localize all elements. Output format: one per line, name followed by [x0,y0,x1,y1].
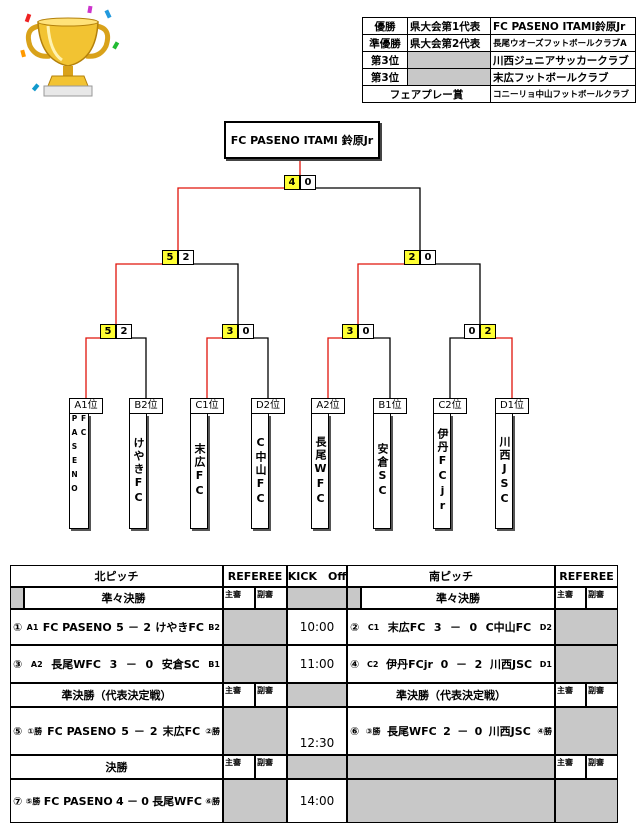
team-seed: B2位 [129,398,163,414]
qf4-score-right: 2 [480,324,496,339]
main-ref-label: 主審 [555,683,586,707]
main-ref-label: 主審 [555,587,586,609]
main-ref-label: 主審 [223,587,255,609]
referee-header: REFEREE [555,565,618,587]
qf1-score-left: 5 [100,324,116,339]
sf-header: 準決勝（代表決定戦） [347,683,555,707]
qf2-score-left: 3 [222,324,238,339]
qf-header: 準々決勝 [24,587,223,609]
schedule-table: 北ピッチ REFEREE KICK Off 南ピッチ REFEREE 準々決勝 … [10,565,618,823]
referee-cell [555,609,618,645]
team-name: 長尾WFC [311,414,329,529]
results-table: 優勝 県大会第1代表 FC PASENO ITAMI鈴原Jr 準優勝 県大会第2… [362,17,636,103]
final-score-left: 4 [284,175,300,190]
team-seed: A1位 [69,398,103,414]
team-box-a1: A1位 FC PASENO [69,398,103,529]
result-label: フェアプレー賞 [362,85,491,103]
team-name: 安倉SC [373,414,391,529]
team-box-c1: C1位 末広FC [190,398,224,529]
team-seed: A2位 [311,398,345,414]
team-box-c2: C2位 伊丹FCjr [433,398,467,529]
referee-cell [555,707,618,755]
result-team: 川西ジュニアサッカークラブ [490,51,636,69]
referee-cell [223,609,287,645]
referee-cell [223,779,287,823]
result-row: 第3位 川西ジュニアサッカークラブ [362,51,636,69]
sub-ref-label: 副審 [255,587,287,609]
team-box-a2: A2位 長尾WFC [311,398,345,529]
kickoff-time: 12:30 [287,707,347,755]
trophy-icon [20,5,120,97]
semi2-score-left: 2 [404,250,420,265]
referee-cell [555,779,618,823]
sub-ref-label: 副審 [586,587,618,609]
team-seed: D2位 [251,398,285,414]
result-row: フェアプレー賞 コニーリョ中山フットボールクラブ [362,85,636,103]
semi2-score-right: 0 [420,250,436,265]
result-row: 第3位 末広フットボールクラブ [362,68,636,86]
team-box-d2: D2位 C中山FC [251,398,285,529]
team-name: 川西JSC [495,414,513,529]
sub-ref-label: 副審 [255,755,287,779]
team-box-b1: B1位 安倉SC [373,398,407,529]
champion-box: FC PASENO ITAMI 鈴原Jr [224,121,380,159]
sf-header: 準決勝（代表決定戦） [10,683,223,707]
team-name: C中山FC [251,414,269,529]
final-score-right: 0 [300,175,316,190]
referee-cell [223,707,287,755]
main-ref-label: 主審 [555,755,586,779]
kickoff-header: KICK Off [287,565,347,587]
result-label: 準優勝 [362,34,408,52]
sub-ref-label: 副審 [586,683,618,707]
team-seed: C1位 [190,398,224,414]
sub-ref-label: 副審 [586,755,618,779]
team-seed: B1位 [373,398,407,414]
main-ref-label: 主審 [223,755,255,779]
qf3-score-right: 0 [358,324,374,339]
team-name: FC PASENO [69,414,89,529]
team-box-d1: D1位 川西JSC [495,398,529,529]
result-rep: 県大会第2代表 [407,34,491,52]
referee-header: REFEREE [223,565,287,587]
result-label: 第3位 [362,68,408,86]
kickoff-time: 14:00 [287,779,347,823]
north-pitch-header: 北ピッチ [10,565,223,587]
qf-header: 準々決勝 [361,587,555,609]
sub-ref-label: 副審 [255,683,287,707]
result-team: コニーリョ中山フットボールクラブ [490,85,636,103]
result-rep [407,51,491,69]
semi1-score-right: 2 [178,250,194,265]
team-name: 伊丹FCjr [433,414,451,529]
final-header: 決勝 [10,755,223,779]
result-team: 末広フットボールクラブ [490,68,636,86]
team-box-b2: B2位 けやきFC [129,398,163,529]
result-team: FC PASENO ITAMI鈴原Jr [490,17,636,35]
semi1-score-left: 5 [162,250,178,265]
kickoff-time: 10:00 [287,609,347,645]
team-seed: D1位 [495,398,529,414]
qf1-score-right: 2 [116,324,132,339]
referee-cell [223,645,287,683]
south-pitch-header: 南ピッチ [347,565,555,587]
qf2-score-right: 0 [238,324,254,339]
referee-cell [555,645,618,683]
team-seed: C2位 [433,398,467,414]
kickoff-time: 11:00 [287,645,347,683]
team-name: けやきFC [129,414,147,529]
main-ref-label: 主審 [223,683,255,707]
qf4-score-left: 0 [464,324,480,339]
qf3-score-left: 3 [342,324,358,339]
team-name: 末広FC [190,414,208,529]
